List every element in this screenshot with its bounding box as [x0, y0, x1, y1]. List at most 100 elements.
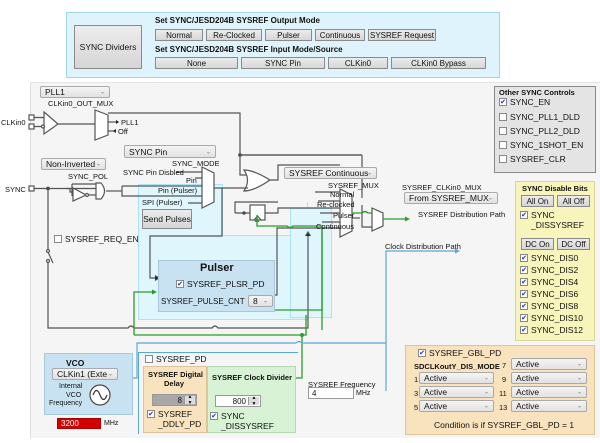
- mode-select-5[interactable]: Active ⌄: [419, 400, 494, 412]
- sysref-clr-label: SYSREF_CLR: [510, 154, 566, 164]
- clock-divider-title: SYSREF Clock Divider: [212, 373, 293, 382]
- mode-select-9[interactable]: Active ⌄: [511, 372, 587, 384]
- spinner-arrows-icon[interactable]: ▲▼: [248, 395, 259, 407]
- sync-pll1-dld-label: SYNC_PLL1_DLD: [510, 112, 580, 122]
- clock-divider-spinner[interactable]: 800 ▲▼: [215, 395, 261, 407]
- sync-en-checkbox[interactable]: ✔ SYNC_EN: [499, 97, 550, 107]
- sync-pll2-dld-checkbox[interactable]: SYNC_PLL2_DLD: [499, 126, 580, 136]
- sync-dissysref-checkbox[interactable]: ✔ SYNC _DISSYSREF: [520, 210, 584, 230]
- sysref-clkin0-mux-select[interactable]: From SYSREF_MUX ⌄: [404, 192, 498, 204]
- vco-source-value: CLKin1 (Exte: [57, 369, 108, 379]
- digital-delay-spinner[interactable]: 8 ▲▼: [152, 394, 197, 406]
- sync-pol-select[interactable]: Non-Inverted ⌄: [41, 158, 106, 170]
- sysref-pd-panel: [138, 352, 298, 434]
- all-off-button[interactable]: All Off: [557, 195, 590, 207]
- sysref-frequency-label: SYSREF Frequency: [308, 380, 376, 389]
- mode-select-1[interactable]: Active ⌄: [419, 372, 494, 384]
- checkbox-box: ✔: [176, 280, 184, 288]
- all-on-button[interactable]: All On: [521, 195, 554, 207]
- chevron-down-icon: ⌄: [99, 89, 105, 96]
- output-mode-reclocked-button[interactable]: Re-Clocked: [206, 29, 262, 41]
- sync-mode-select[interactable]: SYNC Pin ⌄: [124, 145, 216, 158]
- input-mode-none-button[interactable]: None: [155, 57, 238, 69]
- sysref-req-en-checkbox[interactable]: SYSREF_REQ_EN: [54, 234, 139, 244]
- sync-pll2-dld-label: SYNC_PLL2_DLD: [510, 126, 580, 136]
- sync-dis12-checkbox[interactable]: ✔ SYNC_DIS12: [520, 325, 583, 335]
- send-pulses-button[interactable]: Send Pulses: [142, 209, 192, 229]
- mode-select-11[interactable]: Active ⌄: [511, 386, 587, 398]
- sysref-pulse-cnt-select[interactable]: 8 ⌄: [248, 295, 273, 307]
- checkbox-box: [145, 355, 153, 363]
- input-mode-sync-pin-button[interactable]: SYNC Pin: [241, 57, 325, 69]
- sync-dis2-checkbox[interactable]: ✔ SYNC_DIS2: [520, 265, 578, 275]
- sync-pll1-dld-checkbox[interactable]: SYNC_PLL1_DLD: [499, 112, 580, 122]
- sync-en-label: SYNC_EN: [510, 97, 551, 107]
- sysref-clkin0-mux-label: SYSREF_CLKin0_MUX: [402, 183, 482, 192]
- vco-source-select[interactable]: CLKin1 (Exte ⌄: [52, 368, 118, 380]
- sysref-gbl-pd-checkbox[interactable]: ✔ SYSREF_GBL_PD: [418, 348, 501, 358]
- sync-pin-label: SYNC: [5, 185, 26, 194]
- checkbox-box: ✔: [520, 290, 528, 298]
- chevron-down-icon: ⌄: [576, 361, 582, 368]
- sync-dis4-label: SYNC_DIS4: [531, 277, 579, 287]
- checkbox-box: [499, 155, 507, 163]
- output-mode-pulser-button[interactable]: Pulser: [265, 29, 312, 41]
- mode-select-7[interactable]: Active ⌄: [511, 358, 587, 370]
- sync-dis10-checkbox[interactable]: ✔ SYNC_DIS10: [520, 313, 583, 323]
- output-mode-sysref-request-button[interactable]: SYSREF Request: [368, 29, 436, 41]
- sync-dis4-checkbox[interactable]: ✔ SYNC_DIS4: [520, 277, 578, 287]
- sync-mode-value: SYNC Pin: [129, 146, 168, 157]
- sync-dis6-checkbox[interactable]: ✔ SYNC_DIS6: [520, 289, 578, 299]
- chevron-down-icon: ⌄: [205, 149, 211, 155]
- chevron-down-icon: ⌄: [95, 161, 101, 168]
- sync-1shot-en-checkbox[interactable]: SYNC_1SHOT_EN: [499, 140, 583, 150]
- pll1-output-label: PLL1: [121, 118, 139, 127]
- mode-row-num-11: 11: [499, 389, 507, 398]
- digital-delay-title-1: SYSREF Digital: [148, 370, 204, 379]
- sdclkout-dis-mode-title: SDCLKoutY_DIS_MODE: [414, 362, 500, 371]
- sync-mode-label: SYNC_MODE: [172, 159, 220, 168]
- chevron-down-icon: ⌄: [262, 298, 268, 305]
- vco-frequency-field[interactable]: 3200: [57, 418, 101, 429]
- sysref-mux-label: SYSREF_MUX: [328, 181, 379, 190]
- oscillator-icon: [89, 384, 111, 406]
- sysref-plsr-pd-label: SYSREF_PLSR_PD: [187, 279, 265, 289]
- clkin0-out-mux-select[interactable]: PLL1 ⌄: [40, 86, 110, 98]
- sysref-clr-checkbox[interactable]: SYSREF_CLR: [499, 154, 566, 164]
- output-mode-normal-button[interactable]: Normal: [155, 29, 203, 41]
- sysref-pd-label: SYSREF_PD: [156, 354, 207, 364]
- checkbox-box: ✔: [499, 98, 507, 106]
- sysref-mux-select[interactable]: SYSREF Continuous ⌄: [284, 167, 377, 179]
- clock-divider-dissysref-checkbox[interactable]: ✔ SYNC _DISSYSREF: [210, 411, 274, 431]
- input-mode-clkin0-button[interactable]: CLKin0: [328, 57, 388, 69]
- dc-on-button[interactable]: DC On: [521, 238, 554, 250]
- sysref-plsr-pd-checkbox[interactable]: ✔ SYSREF_PLSR_PD: [176, 279, 264, 289]
- mode-select-3[interactable]: Active ⌄: [419, 386, 494, 398]
- sysref-frequency-field[interactable]: 4: [308, 387, 354, 399]
- chevron-down-icon: ⌄: [576, 403, 582, 410]
- mode-select-13[interactable]: Active ⌄: [511, 400, 587, 412]
- sync-mode-input-pin-pulser: Pin (Pulser): [158, 186, 198, 195]
- chevron-down-icon: ⌄: [483, 375, 489, 382]
- mode-select-1-value: Active: [424, 373, 448, 383]
- mode-select-13-value: Active: [516, 401, 540, 411]
- mode-row-num-5: 5: [414, 403, 419, 412]
- sync-dis8-checkbox[interactable]: ✔ SYNC_DIS8: [520, 301, 578, 311]
- dc-off-button[interactable]: DC Off: [557, 238, 590, 250]
- sync-dividers-button[interactable]: SYNC Dividers: [74, 25, 142, 69]
- output-mode-continuous-button[interactable]: Continuous: [315, 29, 365, 41]
- sysref-pd-checkbox[interactable]: SYSREF_PD: [145, 354, 207, 364]
- checkbox-box: ✔: [520, 326, 528, 334]
- sync-dis0-checkbox[interactable]: ✔ SYNC_DIS0: [520, 253, 578, 263]
- vco-freq-label-1: Internal: [59, 383, 83, 390]
- chevron-down-icon: ⌄: [576, 389, 582, 396]
- checkbox-box: [499, 113, 507, 121]
- checkbox-box: ✔: [210, 412, 218, 420]
- spinner-arrows-icon[interactable]: ▲▼: [184, 394, 195, 406]
- checkbox-box: ✔: [520, 254, 528, 262]
- input-mode-clkin0-bypass-button[interactable]: CLKin0 Bypass: [391, 57, 486, 69]
- sysref-mux-value: SYSREF Continuous: [289, 168, 369, 178]
- sysref-ddly-pd-checkbox[interactable]: ✔ SYSREF _DDLY_PD: [147, 409, 201, 429]
- checkbox-box: ✔: [520, 278, 528, 286]
- sysref-pulse-cnt-label: SYSREF_PULSE_CNT: [161, 297, 245, 306]
